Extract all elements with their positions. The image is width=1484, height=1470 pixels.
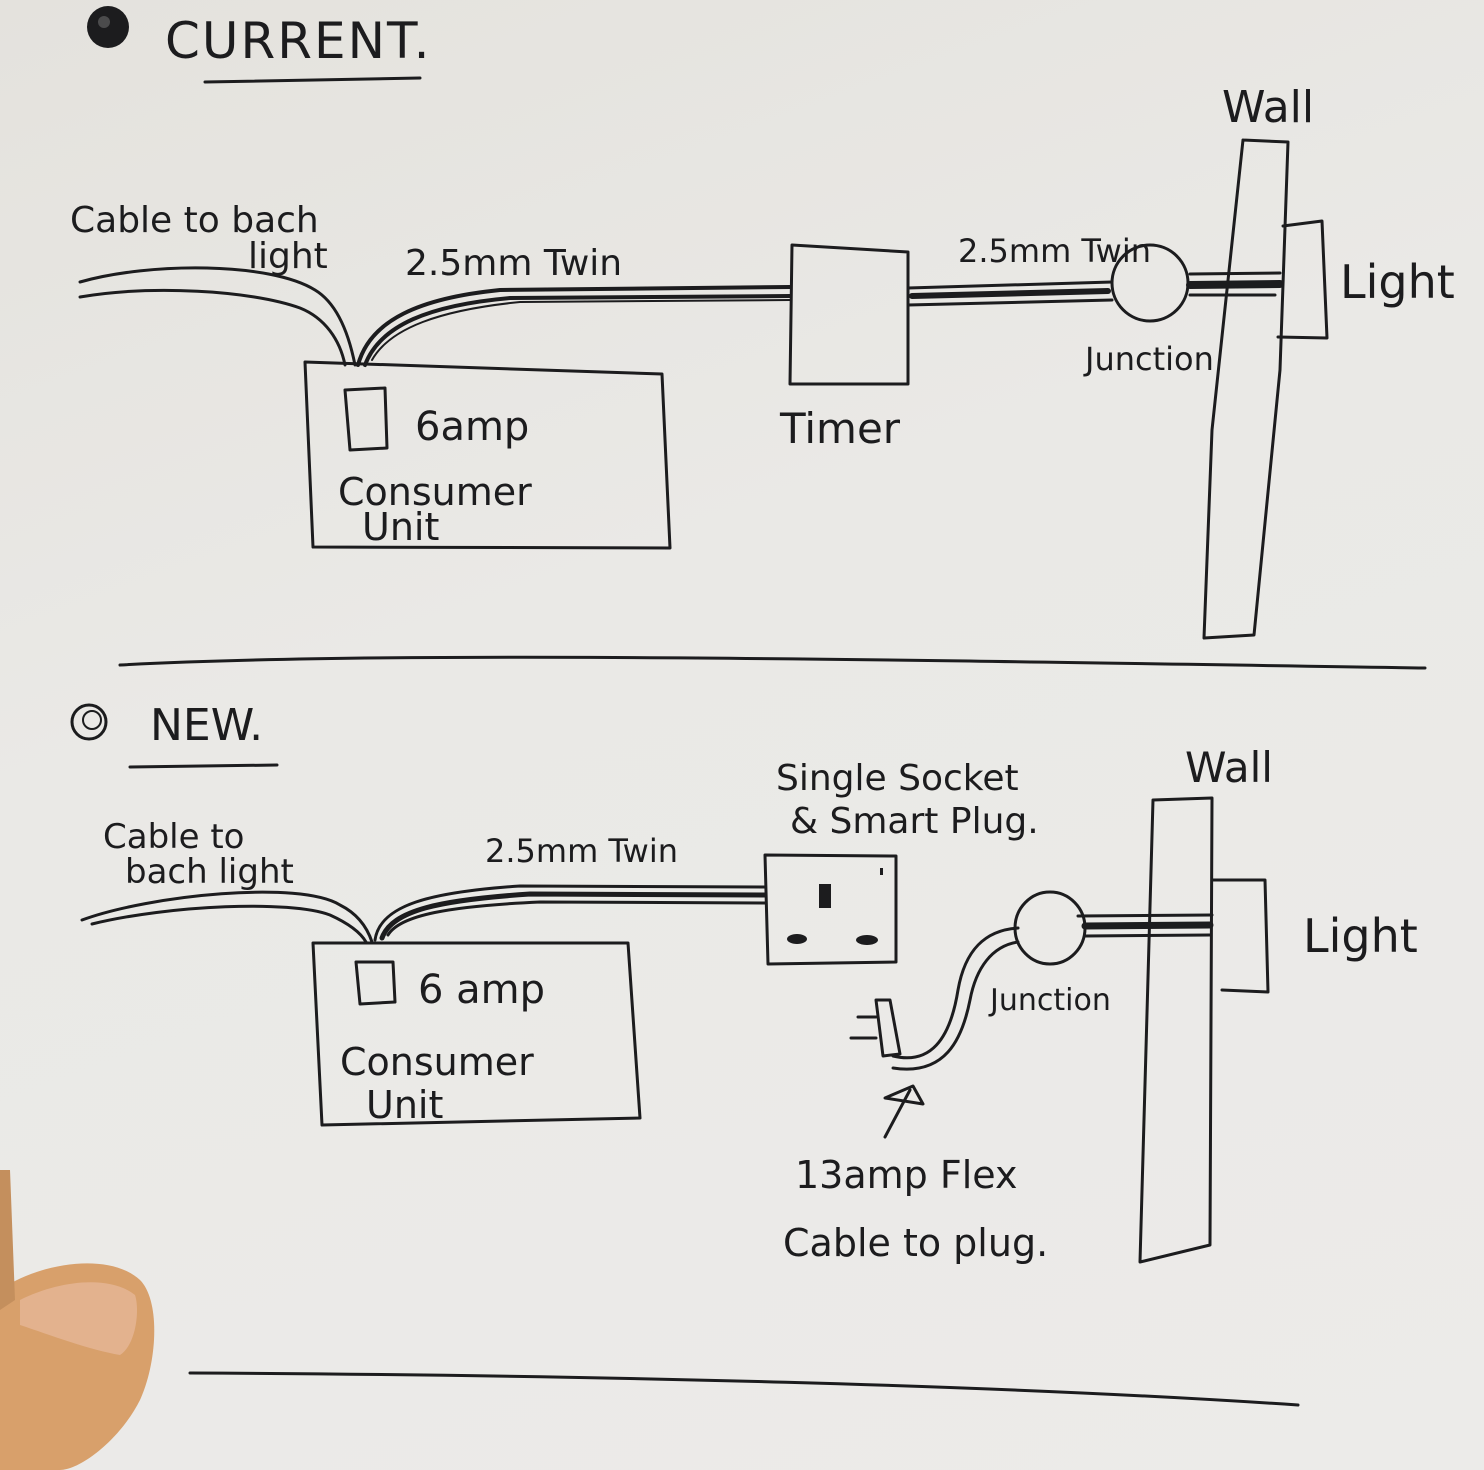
arrow-to-plug <box>883 1088 912 1139</box>
wall-shape <box>1202 138 1290 640</box>
label-consumer-unit-1: Consumer <box>340 1040 534 1084</box>
label-cable-to-back-light-2: bach light <box>125 852 294 892</box>
finger-photo-artifact <box>0 1170 155 1470</box>
timer-box <box>788 243 910 386</box>
cable-to-light <box>1076 913 1214 918</box>
label-socket-1: Single Socket <box>776 758 1019 799</box>
label-flex-2: Cable to plug. <box>783 1221 1048 1265</box>
label-cable-to-back-light: Cable to <box>103 817 244 857</box>
section-current: CURRENT. Cable to bach light 2.5mm Twin … <box>70 6 1455 640</box>
label-twin-cable: 2.5mm Twin <box>485 832 678 870</box>
cable-to-light <box>1188 271 1282 276</box>
breaker-switch <box>343 386 389 452</box>
label-junction: Junction <box>988 983 1111 1018</box>
section-divider <box>118 655 1427 670</box>
consumer-unit-box <box>311 941 642 1127</box>
flex-cable <box>891 926 1020 1060</box>
socket-switch-mark <box>880 868 883 875</box>
label-junction: Junction <box>1083 340 1214 378</box>
consumer-unit-box <box>303 360 672 550</box>
cable-back-light-inner <box>78 289 347 367</box>
heading-underline <box>128 763 279 769</box>
label-twin-cable-2: 2.5mm Twin <box>958 232 1151 270</box>
breaker-switch <box>354 960 397 1006</box>
label-breaker-6amp: 6 amp <box>418 967 545 1013</box>
bullet-icon <box>87 6 129 48</box>
heading-new: NEW. <box>150 700 263 751</box>
junction-box <box>1013 890 1087 966</box>
cable-back-light <box>80 890 374 944</box>
heading-current: CURRENT. <box>165 12 432 70</box>
label-twin-cable-1: 2.5mm Twin <box>405 243 622 284</box>
plug-body <box>874 998 902 1058</box>
label-wall: Wall <box>1222 82 1314 133</box>
bottom-divider <box>188 1371 1300 1407</box>
cable-twin-2 <box>906 280 1114 290</box>
label-flex-1: 13amp Flex <box>795 1153 1017 1197</box>
heading-underline <box>203 76 422 84</box>
light-fitting <box>1276 219 1329 340</box>
socket-neutral-slot <box>856 935 878 945</box>
socket-live-slot <box>787 934 807 944</box>
arrow-head <box>883 1084 925 1106</box>
bullet-highlight <box>98 16 110 28</box>
label-socket-2: & Smart Plug. <box>790 801 1039 842</box>
label-wall: Wall <box>1185 743 1273 792</box>
cable-twin <box>373 884 767 942</box>
socket-faceplate <box>763 853 898 966</box>
label-timer: Timer <box>779 404 901 453</box>
section-new: NEW. Cable to bach light 2.5mm Twin 6 am… <box>70 700 1418 1265</box>
label-light: Light <box>1303 909 1418 963</box>
label-cable-to-back-light-2: light <box>248 236 328 277</box>
label-cable-to-back-light: Cable to bach <box>70 200 319 241</box>
socket-earth-pin-slot <box>819 884 831 908</box>
cable-back-light <box>78 266 357 367</box>
label-consumer-unit-2: Unit <box>362 505 439 549</box>
label-breaker-6amp: 6amp <box>415 404 529 450</box>
bullet-icon <box>70 703 108 741</box>
light-fitting <box>1211 878 1270 994</box>
label-consumer-unit-1: Consumer <box>338 470 532 514</box>
label-light: Light <box>1340 255 1455 309</box>
wall-shape <box>1138 796 1214 1264</box>
label-consumer-unit-2: Unit <box>366 1083 443 1127</box>
cable-twin-1 <box>356 285 792 367</box>
